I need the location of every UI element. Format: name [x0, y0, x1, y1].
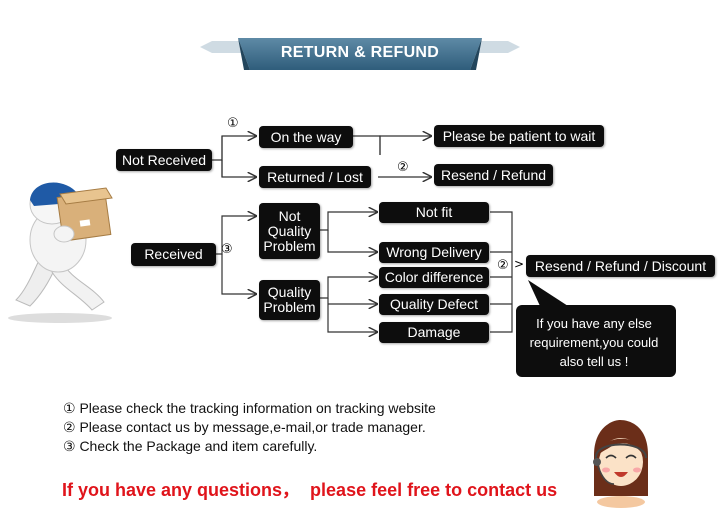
not-received-box: Not Received: [116, 149, 212, 171]
not-fit-box: Not fit: [379, 202, 489, 223]
returned-lost-box: Returned / Lost: [259, 166, 371, 188]
color-difference-box: Color difference: [379, 267, 489, 288]
resend-refund-discount-box: Resend / Refund / Discount: [526, 255, 715, 277]
marker-three: ③: [221, 242, 233, 257]
delivery-man-icon: [8, 182, 113, 323]
note-3: ③ Check the Package and item carefully.: [63, 438, 318, 454]
customer-service-icon: [593, 420, 648, 508]
marker-two-right: ②: [497, 258, 509, 273]
quality-problem-box: Quality Problem: [259, 280, 320, 320]
note-1: ① Please check the tracking information …: [63, 400, 436, 416]
quality-defect-box: Quality Defect: [379, 294, 489, 315]
title-banner: [200, 38, 520, 70]
be-patient-box: Please be patient to wait: [434, 125, 604, 147]
marker-two-top: ②: [397, 160, 409, 175]
connector-lines: [208, 136, 513, 332]
note-2: ② Please contact us by message,e-mail,or…: [63, 419, 426, 435]
banner-title: RETURN & REFUND: [280, 44, 440, 61]
damage-box: Damage: [379, 322, 489, 343]
contact-message: If you have any questions， please feel f…: [62, 480, 558, 500]
speech-bubble: [516, 280, 676, 377]
marker-one: ①: [227, 116, 239, 131]
received-box: Received: [131, 243, 216, 266]
bubble-text: If you have any else requirement,you cou…: [529, 315, 659, 369]
on-the-way-box: On the way: [259, 126, 353, 148]
arrow-right-icon: >: [514, 257, 525, 271]
resend-refund-box: Resend / Refund: [434, 164, 553, 186]
not-quality-problem-box: Not Quality Problem: [259, 203, 320, 259]
wrong-delivery-box: Wrong Delivery: [379, 242, 489, 263]
